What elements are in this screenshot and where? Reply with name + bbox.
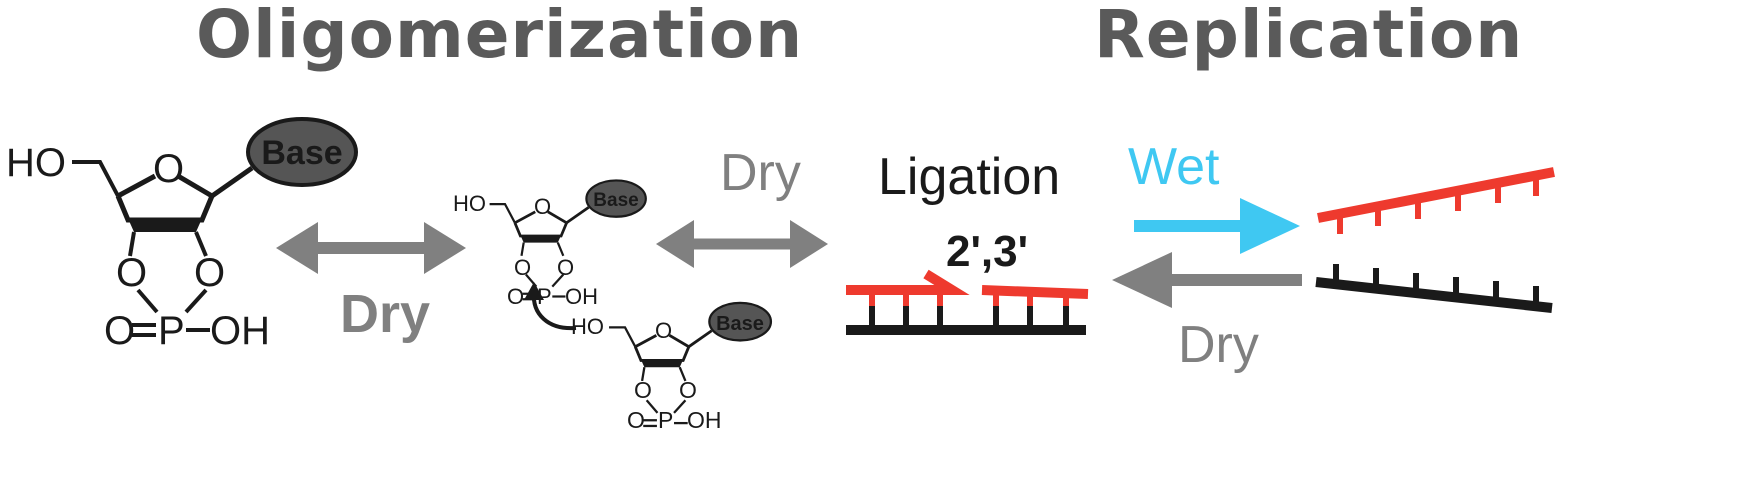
separated-black-strand xyxy=(1315,264,1553,313)
bridge-oxygen-right: O xyxy=(679,377,697,403)
bridge-oxygen-left: O xyxy=(634,377,652,403)
hydroxyl-label: HO xyxy=(571,314,604,339)
wet-label: Wet xyxy=(1128,138,1220,196)
dry-label-bottom: Dry xyxy=(1178,316,1259,374)
phosphate-phosphorus: P xyxy=(158,309,185,353)
phosphate-phosphorus: P xyxy=(537,284,552,309)
cyclic-nucleotide-large: HO O Base O O O P OH xyxy=(6,119,356,353)
dry-label-middle: Dry xyxy=(720,144,801,202)
bridge-oxygen-right: O xyxy=(194,251,225,295)
bridge-oxygen-left: O xyxy=(514,255,531,280)
separated-red-strand xyxy=(1317,167,1555,234)
phosphate-oxygen: O xyxy=(507,284,524,309)
phosphate-hydroxyl: OH xyxy=(210,309,270,353)
oligomerization-heading: Oligomerization xyxy=(196,0,804,73)
base-label: Base xyxy=(593,190,638,211)
bridge-oxygen-left: O xyxy=(116,251,147,295)
ring-oxygen-label: O xyxy=(655,318,672,343)
ligated-duplex xyxy=(846,269,1089,335)
cyclic-nucleotide-small-top: HO O Base O O O P OH xyxy=(453,179,648,309)
phosphate-oxygen: O xyxy=(104,309,135,353)
cyclic-nucleotide-small-bottom: HO O Base O O O P OH xyxy=(571,301,773,433)
bridge-oxygen-right: O xyxy=(557,255,574,280)
ring-oxygen-label: O xyxy=(153,147,184,191)
linkage-label: 2',3' xyxy=(946,227,1028,276)
dry-label-bold: Dry xyxy=(340,284,430,344)
phosphate-hydroxyl: OH xyxy=(687,407,722,433)
ring-oxygen-label: O xyxy=(534,194,551,219)
base-label: Base xyxy=(261,134,342,172)
hydroxyl-label: HO xyxy=(453,191,486,216)
dry-back-arrow xyxy=(1112,252,1302,308)
phosphate-hydroxyl: OH xyxy=(565,284,598,309)
hydroxyl-label: HO xyxy=(6,141,66,185)
double-arrow-dry xyxy=(656,220,828,268)
phosphate-phosphorus: P xyxy=(658,407,673,433)
phosphate-oxygen: O xyxy=(627,407,645,433)
ligation-label: Ligation xyxy=(878,148,1060,206)
base-label: Base xyxy=(716,313,764,335)
attack-arrow xyxy=(524,282,577,331)
double-arrow-dry-bold xyxy=(276,222,466,274)
replication-heading: Replication xyxy=(1094,0,1524,73)
wet-arrow xyxy=(1134,198,1300,254)
